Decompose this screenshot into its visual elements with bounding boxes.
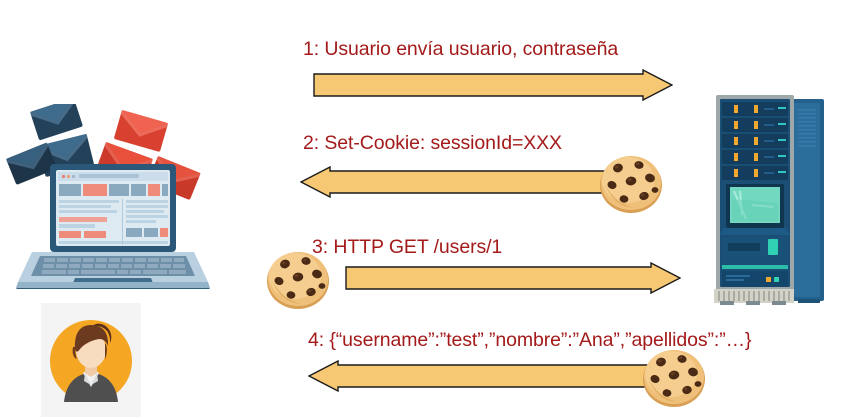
message-2-arrow-left [300, 166, 630, 198]
envelope-blue-3 [6, 142, 57, 185]
message-1-label: 1: Usuario envía usuario, contraseña [303, 38, 619, 60]
server-lower-panel [722, 237, 788, 287]
laptop-client-illustration [2, 104, 224, 289]
envelope-blue-1 [30, 104, 83, 141]
cookie-icon-message-2 [598, 152, 664, 215]
envelope-red-1 [114, 110, 169, 152]
server-monitor [720, 184, 790, 235]
message-3-arrow-right [345, 262, 681, 294]
server-rack [712, 95, 830, 306]
server-blades [722, 102, 788, 180]
message-4-arrow-left [308, 360, 674, 392]
laptop-base [16, 252, 210, 289]
laptop-lid [50, 164, 176, 252]
user-avatar [41, 303, 141, 417]
message-4-label: 4: {“username”:”test”,”nombre”:”Ana”,”ap… [308, 329, 752, 351]
message-2-label: 2: Set-Cookie: sessionId=XXX [303, 132, 562, 154]
message-3-label: 3: HTTP GET /users/1 [312, 236, 503, 258]
message-1-arrow-right [313, 69, 673, 101]
cookie-icon-message-3 [265, 248, 331, 311]
cookie-icon-message-4 [641, 346, 707, 409]
